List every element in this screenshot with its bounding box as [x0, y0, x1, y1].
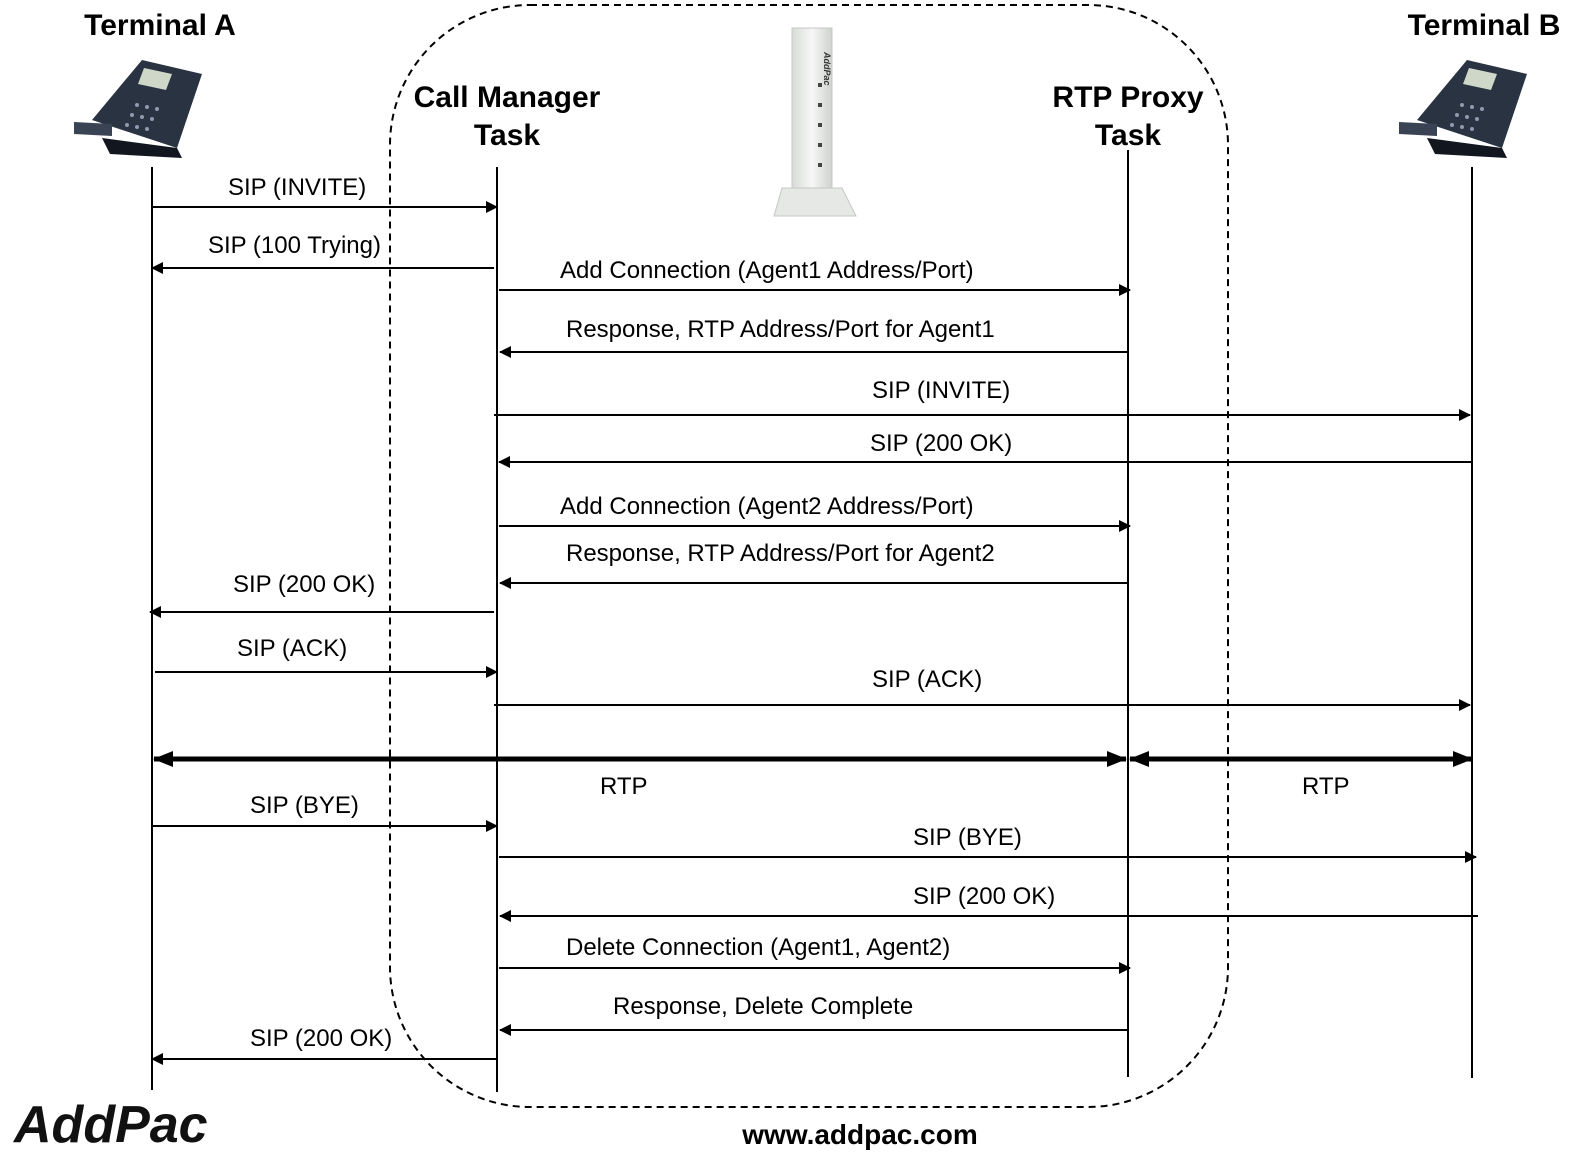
call-manager-title-line2: Task: [474, 119, 540, 152]
message-label: SIP (200 OK): [870, 430, 1012, 457]
addpac-logo: AddPac: [12, 1096, 208, 1154]
message-label: Add Connection (Agent2 Address/Port): [560, 493, 974, 520]
gateway-device-icon: AddPac: [773, 27, 857, 217]
message-label: SIP (ACK): [872, 666, 982, 693]
message-label: SIP (200 OK): [250, 1025, 392, 1052]
rtp-proxy-title-line2: Task: [1095, 119, 1161, 152]
message-label: SIP (INVITE): [228, 174, 366, 201]
rtp-label: RTP: [1302, 773, 1350, 800]
gateway-boundary: [389, 4, 1229, 1108]
message-label: SIP (BYE): [913, 824, 1022, 851]
rtp-proxy-title-line1: RTP Proxy: [1052, 81, 1203, 114]
message-label: Response, RTP Address/Port for Agent1: [566, 316, 995, 343]
website-url: www.addpac.com: [741, 1119, 977, 1150]
message-label: Add Connection (Agent1 Address/Port): [560, 257, 974, 284]
message-label: Response, RTP Address/Port for Agent2: [566, 540, 995, 567]
message-label: SIP (ACK): [237, 635, 347, 662]
message-label: SIP (BYE): [250, 792, 359, 819]
message-label: Delete Connection (Agent1, Agent2): [566, 934, 950, 961]
message-label: SIP (200 OK): [913, 883, 1055, 910]
rtp-label: RTP: [600, 773, 648, 800]
terminal-b-title: Terminal B: [1408, 9, 1561, 42]
ip-phone-icon: [74, 60, 202, 158]
call-manager-title-line1: Call Manager: [414, 81, 601, 114]
message-label: SIP (200 OK): [233, 571, 375, 598]
ip-phone-icon: [1399, 60, 1527, 158]
message-label: SIP (INVITE): [872, 377, 1010, 404]
message-label: Response, Delete Complete: [613, 993, 913, 1020]
terminal-a-title: Terminal A: [84, 9, 236, 42]
device-brand: AddPac: [822, 51, 832, 86]
message-label: SIP (100 Trying): [208, 232, 381, 259]
